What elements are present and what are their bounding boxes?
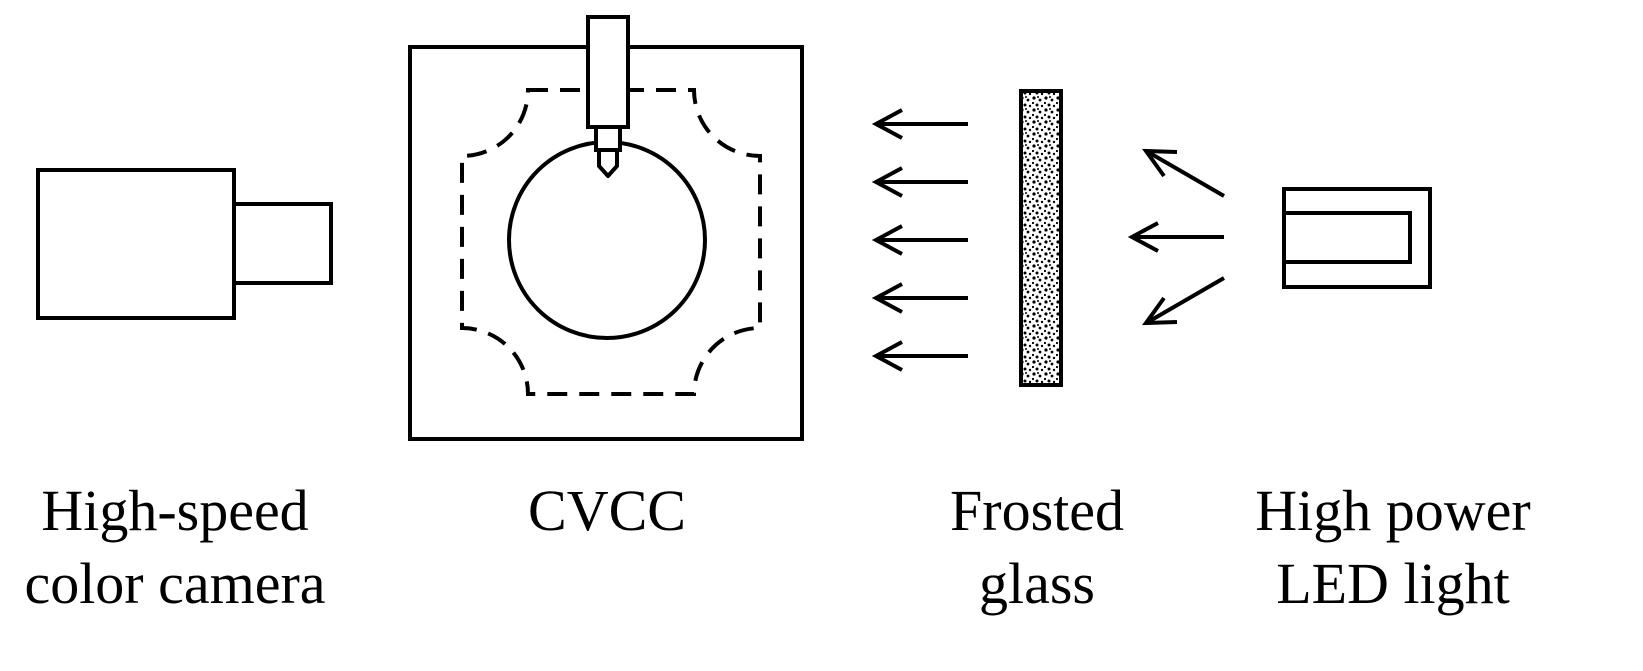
frosted-glass-panel: [1019, 89, 1063, 387]
injector-body: [586, 15, 630, 129]
frosted-glass-label-line2: glass: [979, 551, 1095, 616]
camera-label-line2: color camera: [24, 551, 325, 616]
light-arrow-upper: [1142, 148, 1226, 198]
light-arrow: [871, 166, 968, 198]
light-arrow: [871, 340, 968, 372]
light-arrow-middle: [1127, 221, 1224, 253]
injector-nozzle: [597, 148, 619, 178]
light-arrow: [871, 108, 968, 140]
led-emitter: [1282, 211, 1412, 264]
led-light: [1282, 187, 1432, 289]
led-light-label-line2: LED light: [1276, 551, 1510, 616]
led-light-arrows: [1127, 148, 1226, 326]
injector: [586, 15, 630, 178]
camera-label-line1: High-speed: [41, 478, 308, 543]
parallel-light-arrows: [871, 108, 968, 372]
cvcc-window-outline: [460, 88, 762, 396]
camera-lens: [232, 202, 333, 285]
cvcc-chamber: [408, 15, 804, 441]
camera-body: [36, 168, 236, 320]
light-arrow: [871, 224, 968, 256]
cvcc-label: CVCC: [528, 478, 686, 543]
frosted-glass-label-line1: Frosted: [950, 478, 1124, 543]
high-speed-camera: [36, 168, 333, 320]
injector-tip-holder: [594, 125, 622, 152]
light-arrow: [871, 282, 968, 314]
light-arrow-lower: [1142, 276, 1226, 326]
led-light-label-line1: High power: [1255, 478, 1530, 543]
